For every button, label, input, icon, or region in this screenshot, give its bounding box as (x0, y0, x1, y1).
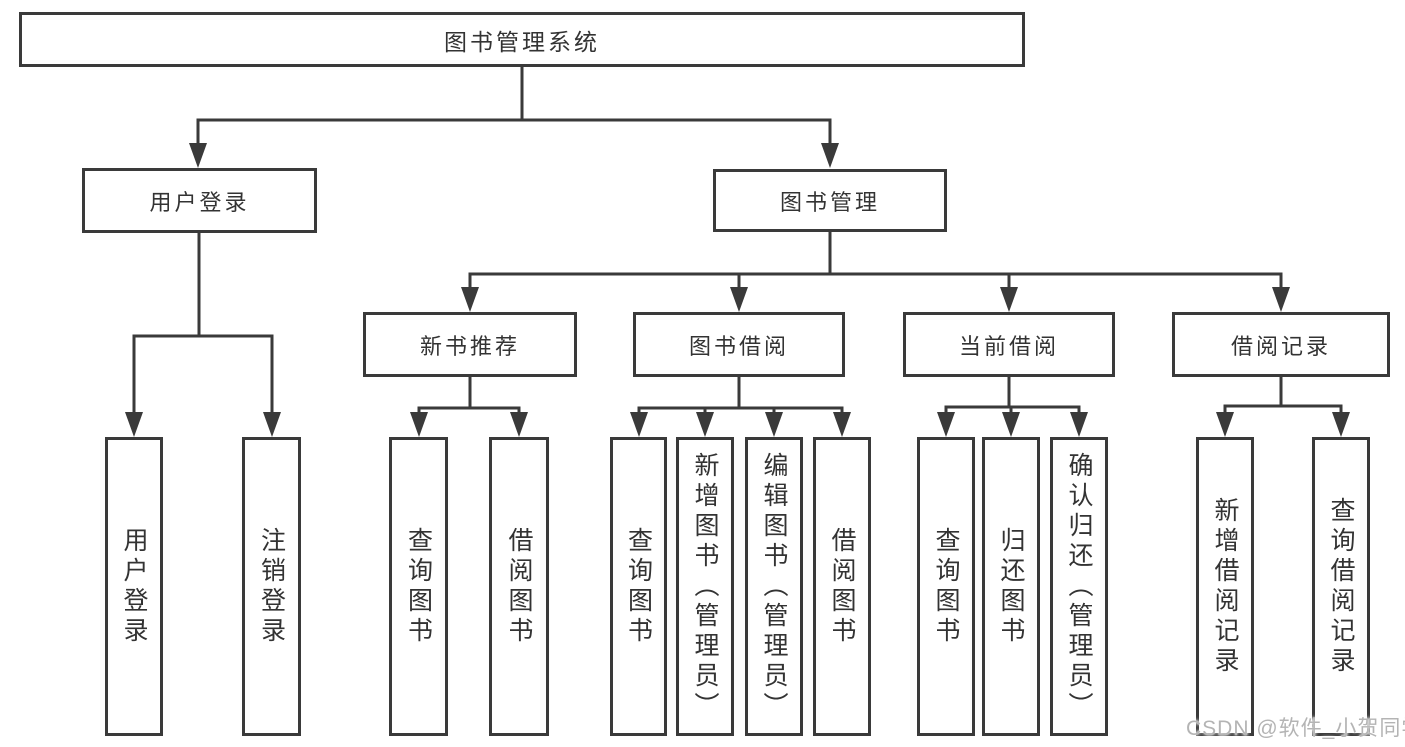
arrow-down-icon (410, 412, 428, 437)
arrow-down-icon (510, 412, 528, 437)
leaf-cb-confirm-return-admin-label: 确认归还（管理员） (1065, 451, 1093, 722)
leaf-br-add-record: 新增借阅记录 (1196, 437, 1254, 736)
arrow-down-icon (461, 287, 479, 312)
node-book-borrow-label: 图书借阅 (688, 333, 789, 359)
leaf-bb-add-books-admin: 新增图书（管理员） (676, 437, 734, 736)
leaf-cb-query-books: 查询图书 (917, 437, 975, 736)
connector-book-borrow-to-children (637, 377, 844, 414)
leaf-cb-return-books: 归还图书 (982, 437, 1040, 736)
arrow-down-icon (1332, 412, 1350, 437)
leaf-cb-confirm-return-admin: 确认归还（管理员） (1050, 437, 1108, 736)
leaf-user-login: 用户登录 (105, 437, 163, 736)
leaf-br-query-record-label: 查询借阅记录 (1327, 496, 1355, 677)
connector-root-to-level2 (196, 67, 832, 145)
connector-borrow-records-to-children (1223, 377, 1343, 414)
connector-new-book-rec-to-children (417, 377, 521, 414)
arrow-down-icon (1002, 412, 1020, 437)
watermark: CSDN @软件_小贺同学 (1186, 717, 1405, 740)
leaf-cb-query-books-label: 查询图书 (932, 526, 960, 647)
arrow-down-icons (125, 143, 1350, 437)
leaf-nbr-borrow-books-label: 借阅图书 (505, 526, 533, 647)
leaf-user-login-label: 用户登录 (120, 526, 148, 647)
leaf-bb-borrow-books-label: 借阅图书 (828, 526, 856, 647)
connector-user-login-to-children (132, 233, 274, 414)
leaf-bb-query-books: 查询图书 (610, 437, 667, 736)
node-user-login: 用户登录 (82, 168, 317, 233)
arrow-down-icon (730, 287, 748, 312)
node-book-borrow: 图书借阅 (633, 312, 845, 377)
node-book-mgmt: 图书管理 (713, 169, 947, 232)
connector-current-borrow-to-children (944, 377, 1081, 414)
leaf-bb-add-books-admin-label: 新增图书（管理员） (691, 451, 719, 722)
arrow-down-icon (1000, 287, 1018, 312)
node-user-login-label: 用户登录 (149, 189, 250, 215)
arrow-down-icon (833, 412, 851, 437)
node-borrow-records: 借阅记录 (1172, 312, 1390, 377)
leaf-bb-edit-books-admin: 编辑图书（管理员） (745, 437, 803, 736)
connectors (132, 67, 1343, 414)
node-root: 图书管理系统 (19, 12, 1025, 67)
arrow-down-icon (1272, 287, 1290, 312)
leaf-bb-borrow-books: 借阅图书 (813, 437, 871, 736)
arrow-down-icon (1216, 412, 1234, 437)
leaf-logout-label: 注销登录 (257, 526, 286, 647)
arrow-down-icon (630, 412, 648, 437)
node-new-book-rec: 新书推荐 (363, 312, 577, 377)
node-current-borrow-label: 当前借阅 (958, 333, 1059, 359)
node-book-mgmt-label: 图书管理 (779, 189, 880, 215)
arrow-down-icon (937, 412, 955, 437)
leaf-nbr-query-books-label: 查询图书 (404, 526, 433, 647)
arrow-down-icon (1070, 412, 1088, 437)
arrow-down-icon (189, 143, 207, 168)
leaf-nbr-query-books: 查询图书 (389, 437, 448, 736)
leaf-br-query-record: 查询借阅记录 (1312, 437, 1370, 736)
arrow-down-icon (696, 412, 714, 437)
leaf-bb-edit-books-admin-label: 编辑图书（管理员） (760, 451, 788, 722)
node-new-book-rec-label: 新书推荐 (419, 333, 520, 359)
node-root-label: 图书管理系统 (444, 28, 600, 55)
leaf-nbr-borrow-books: 借阅图书 (489, 437, 549, 736)
connector-book-mgmt-to-children (468, 232, 1283, 289)
leaf-bb-query-books-label: 查询图书 (624, 526, 653, 647)
arrow-down-icon (765, 412, 783, 437)
leaf-logout: 注销登录 (242, 437, 301, 736)
node-borrow-records-label: 借阅记录 (1230, 333, 1331, 359)
leaf-br-add-record-label: 新增借阅记录 (1211, 496, 1239, 677)
arrow-down-icon (125, 412, 143, 437)
arrow-down-icon (821, 143, 839, 168)
arrow-down-icon (263, 412, 281, 437)
leaf-cb-return-books-label: 归还图书 (997, 526, 1025, 647)
node-current-borrow: 当前借阅 (903, 312, 1115, 377)
